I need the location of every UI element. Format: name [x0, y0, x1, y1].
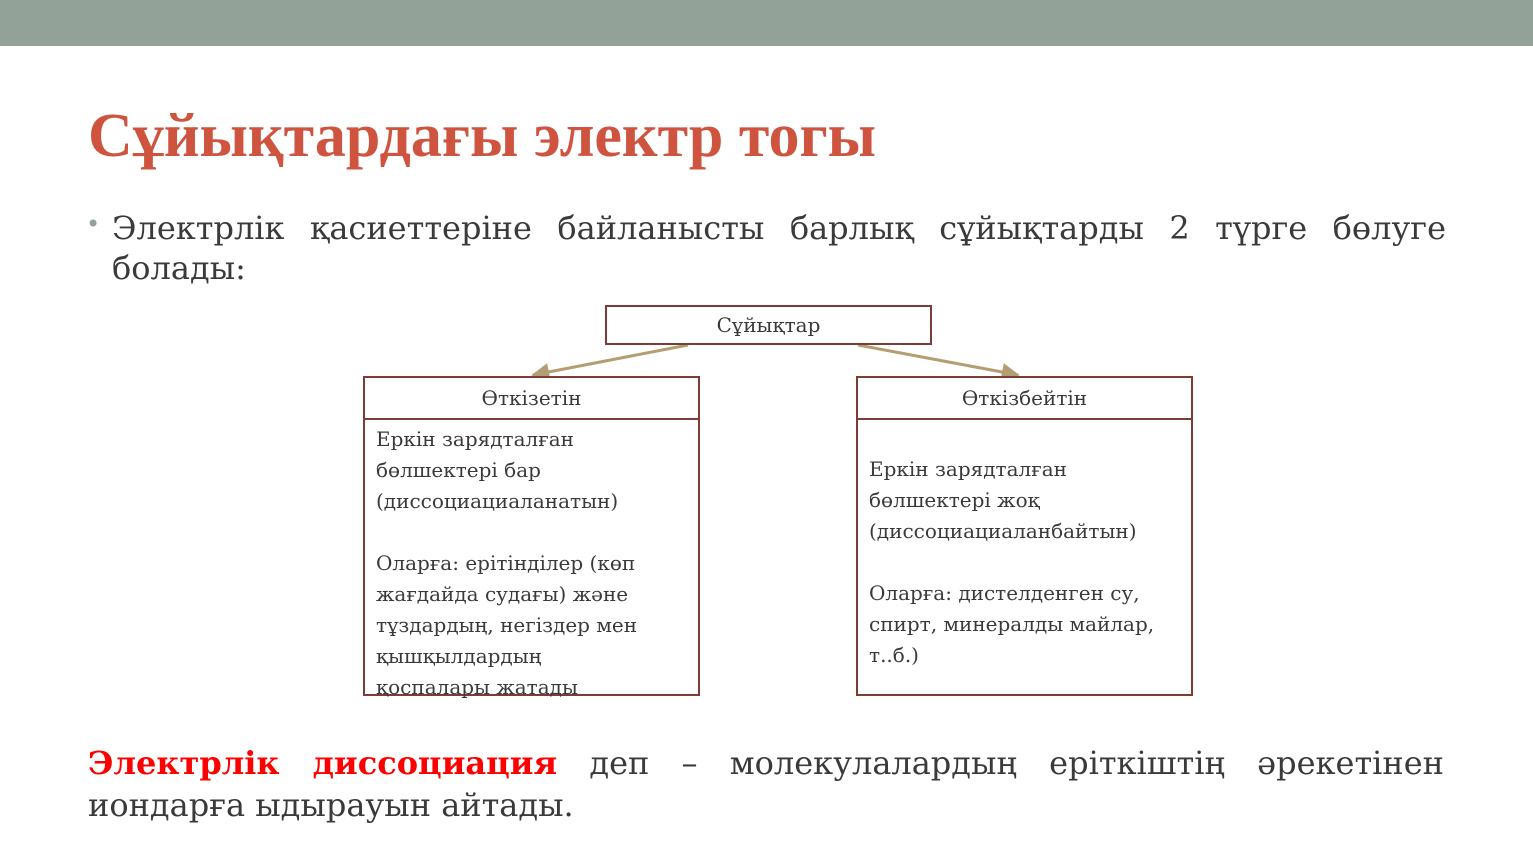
bullet-dot-icon: • [86, 210, 101, 238]
box-heading-conductive: Өткізетін [365, 378, 698, 420]
body-line: қышқылдардың [376, 644, 542, 668]
arrow-left [531, 343, 689, 381]
diagram-box-conductive: Өткізетін Еркін зарядталған бөлшектері б… [363, 376, 700, 699]
body-line: жағдайда судағы) және [376, 582, 629, 606]
definition-text: деп – молекулалардың еріткіштің әрекетін… [88, 744, 1445, 824]
diagram-root-box: Сұйықтар [605, 305, 932, 345]
body-line: (диссоциациаланатын) [376, 489, 619, 513]
body-line: Еркін зарядталған [376, 427, 574, 451]
body-line: тұздардың, негіздер мен [376, 613, 638, 637]
body-line: спирт, минералды майлар, [869, 612, 1155, 636]
diagram-box-nonconductive: Өткізбейтін Еркін зарядталған бөлшектері… [856, 376, 1193, 696]
body-line: қоспалары жатады [376, 675, 578, 699]
arrow-right [857, 343, 1020, 381]
body-line: Еркін зарядталған [869, 457, 1067, 481]
body-line: т..б.) [869, 643, 919, 667]
top-bar [0, 0, 1533, 46]
body-line: (диссоциациаланбайтын) [869, 519, 1137, 543]
box-heading-nonconductive: Өткізбейтін [858, 378, 1191, 420]
slide-title: Сұйықтардағы электр тогы [88, 102, 877, 170]
definition-paragraph: Электрлік диссоциация деп – молекулалард… [88, 742, 1444, 826]
box-body-nonconductive: Еркін зарядталған бөлшектері жоқ (диссоц… [858, 420, 1191, 671]
bullet-item: • Электрлік қасиеттеріне байланысты барл… [86, 208, 1446, 288]
body-line: Оларға: ерітінділер (көп [376, 551, 636, 575]
body-line: бөлшектері бар [376, 458, 541, 482]
definition-term: Электрлік диссоциация [88, 744, 558, 782]
bullet-text: Электрлік қасиеттеріне байланысты барлық… [112, 209, 1446, 287]
body-line: Оларға: дистелденген су, [869, 581, 1140, 605]
box-body-conductive: Еркін зарядталған бөлшектері бар (диссоц… [365, 420, 698, 703]
body-line: бөлшектері жоқ [869, 488, 1040, 512]
